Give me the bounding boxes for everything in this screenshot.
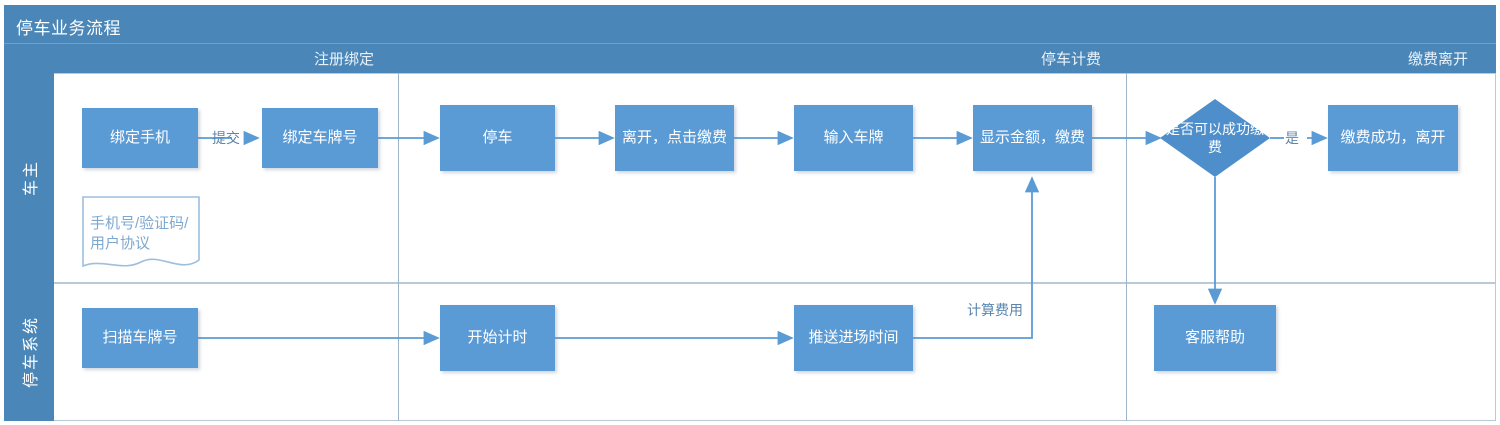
node-label-bind-plate: 绑定车牌号: [282, 128, 358, 146]
node-label-user-doc: 手机号/验证码/用户协议: [90, 214, 189, 252]
node-label-start-timing: 开始计时: [467, 328, 528, 346]
node-show-amount-pay[interactable]: 显示金额，缴费: [973, 105, 1092, 171]
edge-label-calc-fee: 计算费用: [967, 302, 1023, 318]
node-label-pay-success-leave: 缴费成功，离开: [1340, 128, 1446, 146]
phase-label-payment: 缴费离开: [1408, 51, 1469, 68]
node-label-can-pay-success: 是否可以成功缴费: [1166, 120, 1264, 155]
node-label-bind-phone: 绑定手机: [109, 128, 170, 146]
node-bind-phone[interactable]: 绑定手机: [82, 108, 198, 168]
node-scan-plate[interactable]: 扫描车牌号: [82, 308, 198, 368]
node-user-doc[interactable]: 手机号/验证码/用户协议: [82, 196, 200, 272]
phase-label-billing: 停车计费: [1041, 51, 1102, 68]
node-bind-plate[interactable]: 绑定车牌号: [262, 108, 378, 168]
phase-divider-1: [398, 73, 399, 421]
edge-label-submit: 提交: [212, 130, 240, 146]
lane-header-parking-system: 停车系统: [4, 283, 54, 421]
edge-label-yes: 是: [1285, 130, 1299, 146]
node-label-push-entry-time: 推送进场时间: [808, 328, 899, 346]
node-label-service-help: 客服帮助: [1184, 328, 1245, 346]
node-park[interactable]: 停车: [440, 105, 555, 171]
phase-header-band: [4, 43, 1496, 74]
node-label-park: 停车: [482, 128, 513, 146]
node-input-plate[interactable]: 输入车牌: [794, 105, 913, 171]
node-leave-click-pay[interactable]: 离开，点击缴费: [615, 105, 734, 171]
node-label-leave-click-pay: 离开，点击缴费: [621, 128, 727, 146]
diagram-title: 停车业务流程: [16, 19, 121, 38]
lane-header-car-owner: 车主: [4, 73, 54, 283]
node-pay-success-leave[interactable]: 缴费成功，离开: [1328, 105, 1458, 171]
node-label-show-amount-pay: 显示金额，缴费: [979, 128, 1085, 146]
node-service-help[interactable]: 客服帮助: [1154, 305, 1276, 371]
phase-label-registration: 注册绑定: [314, 51, 375, 68]
node-start-timing[interactable]: 开始计时: [440, 305, 555, 371]
node-label-input-plate: 输入车牌: [823, 128, 884, 146]
node-can-pay-success[interactable]: 是否可以成功缴费: [1160, 99, 1270, 177]
node-push-entry-time[interactable]: 推送进场时间: [794, 305, 913, 371]
diagram-title-band: [4, 5, 1496, 43]
node-label-scan-plate: 扫描车牌号: [102, 328, 178, 346]
phase-divider-2: [1126, 73, 1127, 421]
